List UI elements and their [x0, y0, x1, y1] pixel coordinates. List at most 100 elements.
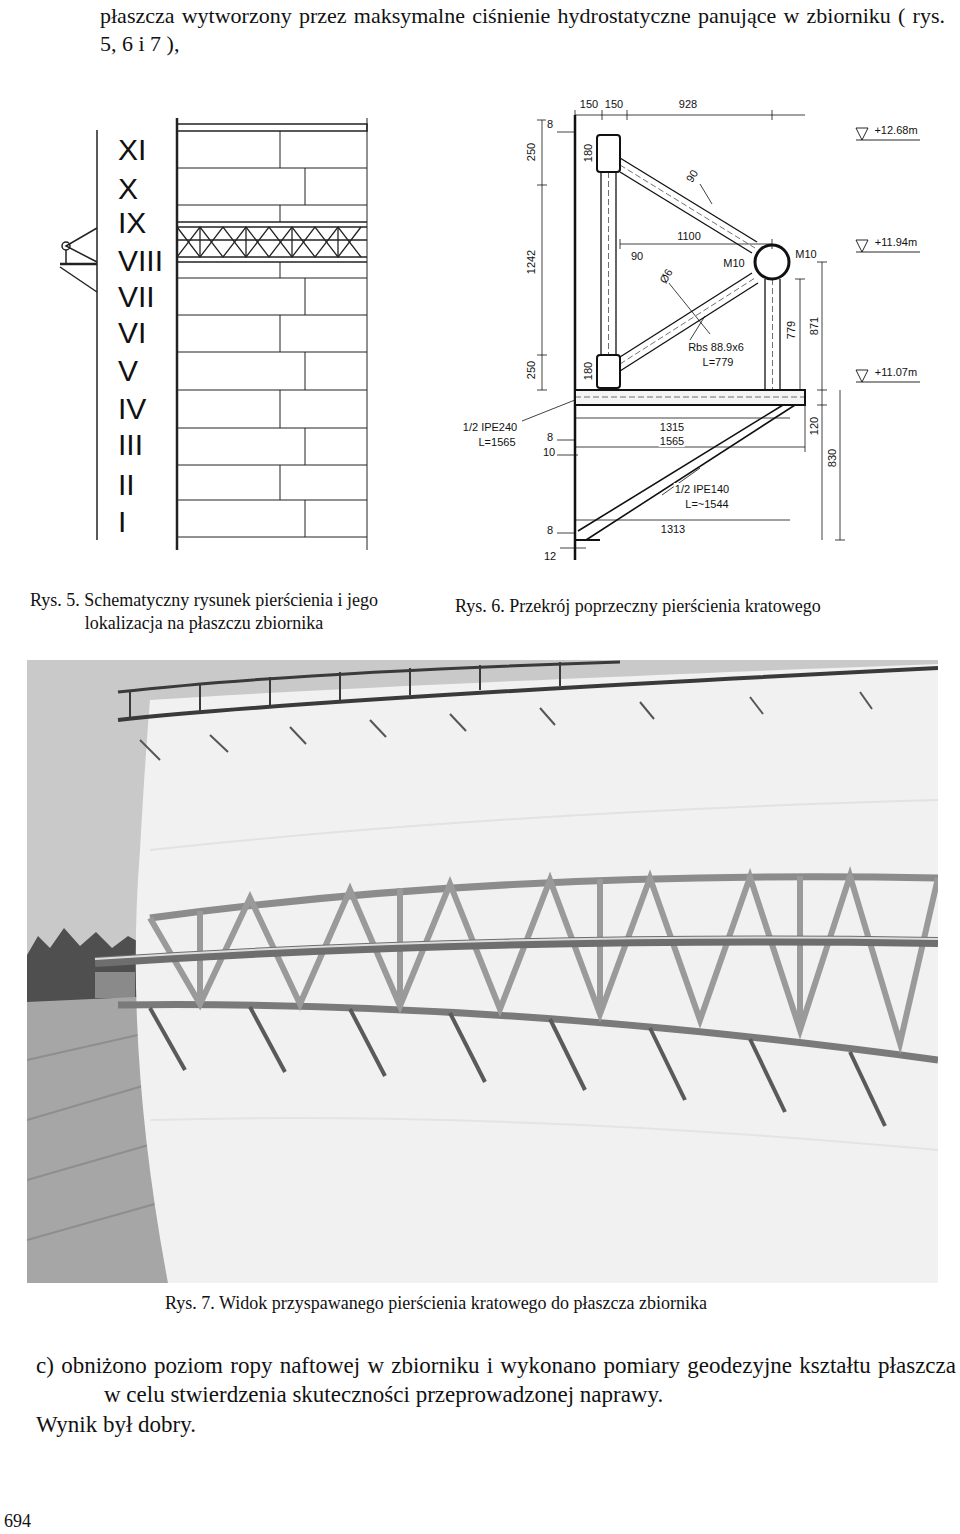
dimension-label: 928 — [678, 98, 698, 110]
course-number: IV — [118, 392, 146, 427]
drawing-stroke — [305, 168, 306, 205]
drawing-stroke — [199, 227, 200, 257]
figure-caption: Rys. 6. Przekrój poprzeczny pierścienia … — [455, 595, 935, 618]
dimension-label: 779 — [785, 320, 797, 340]
drawing-stroke — [60, 267, 97, 292]
dimension-label: 90 — [683, 167, 701, 185]
drawing-stroke — [700, 184, 712, 204]
dimension-label: 1242 — [525, 249, 537, 275]
drawing-stroke — [550, 1019, 585, 1090]
drawing-stroke — [764, 279, 765, 390]
drawing-stroke — [817, 405, 827, 406]
drawing-stroke — [177, 537, 367, 538]
body-text: Wynik był dobry. — [36, 1411, 436, 1440]
drawing-stroke — [537, 390, 547, 391]
drawing-stroke — [177, 390, 367, 391]
drawing-stroke — [479, 665, 481, 690]
drawing-stroke — [557, 440, 575, 441]
drawing-stroke — [537, 355, 547, 356]
member-label: 1/2 IPE240 — [462, 421, 518, 433]
drawing-stroke — [578, 405, 783, 531]
drawing-stroke — [856, 128, 868, 140]
drawing-stroke — [60, 263, 97, 266]
drawing-stroke — [140, 740, 160, 760]
drawing-stroke — [280, 262, 281, 278]
drawing-stroke — [575, 418, 790, 419]
drawing-stroke — [840, 390, 841, 540]
drawing-stroke — [537, 185, 547, 186]
drawing-stroke — [290, 727, 306, 744]
drawing-stroke — [817, 262, 827, 263]
level-mark: +11.07m — [874, 366, 918, 378]
drawing-stroke — [62, 242, 70, 250]
drawing-stroke — [540, 708, 555, 725]
drawing-stroke — [640, 702, 654, 719]
drawing-stroke — [755, 245, 789, 279]
drawing-stroke — [210, 735, 228, 752]
drawing-stroke — [750, 697, 763, 714]
photo-scene — [27, 660, 938, 1283]
drawing-stroke — [620, 273, 752, 357]
drawing-stroke — [822, 262, 823, 540]
course-number: III — [118, 428, 143, 463]
dimension-label: 830 — [826, 448, 838, 468]
course-number: IX — [118, 206, 146, 241]
drawing-stroke — [177, 352, 367, 353]
shell-courses — [97, 118, 367, 550]
member-label: L=779 — [702, 356, 735, 368]
drawing-stroke — [177, 465, 367, 466]
drawing-stroke — [118, 662, 620, 692]
drawing-stroke — [559, 662, 561, 686]
drawing-stroke — [800, 279, 801, 390]
drawing-stroke — [65, 250, 67, 264]
drawing-stroke — [118, 668, 938, 720]
dimension-label: 1315 — [659, 421, 685, 433]
drawing-stroke — [337, 227, 338, 257]
course-number: VI — [118, 316, 146, 351]
drawing-stroke — [575, 115, 805, 116]
course-number: I — [118, 505, 126, 540]
drawing-stroke — [177, 278, 367, 279]
drawing-stroke — [575, 397, 805, 398]
drawing-stroke — [305, 428, 306, 465]
drawing-stroke — [305, 500, 306, 537]
drawing-stroke — [772, 239, 773, 249]
drawing-stroke — [177, 227, 361, 257]
drawing-stroke — [177, 261, 367, 262]
drawing-stroke — [650, 1028, 685, 1100]
drawing-stroke — [96, 130, 98, 540]
drawing-stroke — [199, 683, 201, 712]
drawing-stroke — [177, 124, 367, 131]
drawing-stroke — [542, 120, 543, 390]
drawing-stroke — [620, 239, 621, 249]
drawing-stroke — [27, 660, 938, 1283]
drawing-stroke — [600, 172, 601, 355]
dimension-label: 150 — [604, 98, 624, 110]
drawing-stroke — [150, 876, 938, 1043]
drawing-stroke — [150, 1118, 938, 1150]
drawing-stroke — [620, 158, 757, 242]
drawing-stroke — [597, 355, 620, 388]
drawing-stroke — [280, 315, 281, 352]
drawing-stroke — [620, 278, 755, 364]
drawing-stroke — [597, 135, 620, 172]
drawing-stroke — [95, 972, 135, 998]
drawing-stroke — [150, 876, 938, 1043]
dimension-label: 12 — [543, 550, 557, 562]
drawing-stroke — [150, 800, 938, 850]
drawing-stroke — [560, 548, 586, 549]
drawing-stroke — [856, 382, 920, 383]
member-label: L=1565 — [477, 436, 516, 448]
ring-side-view — [60, 228, 97, 292]
drawing-stroke — [856, 240, 868, 252]
drawing-stroke — [280, 205, 281, 222]
drawing-stroke — [856, 252, 920, 253]
drawing-stroke — [620, 165, 755, 248]
drawing-stroke — [835, 540, 845, 541]
dimension-lines — [522, 110, 845, 548]
drawing-stroke — [860, 692, 872, 709]
body-text: c) obniżono poziom ropy naftowej w zbior… — [36, 1352, 956, 1410]
drawing-stroke — [66, 228, 97, 262]
dimension-label: 8 — [546, 431, 554, 443]
